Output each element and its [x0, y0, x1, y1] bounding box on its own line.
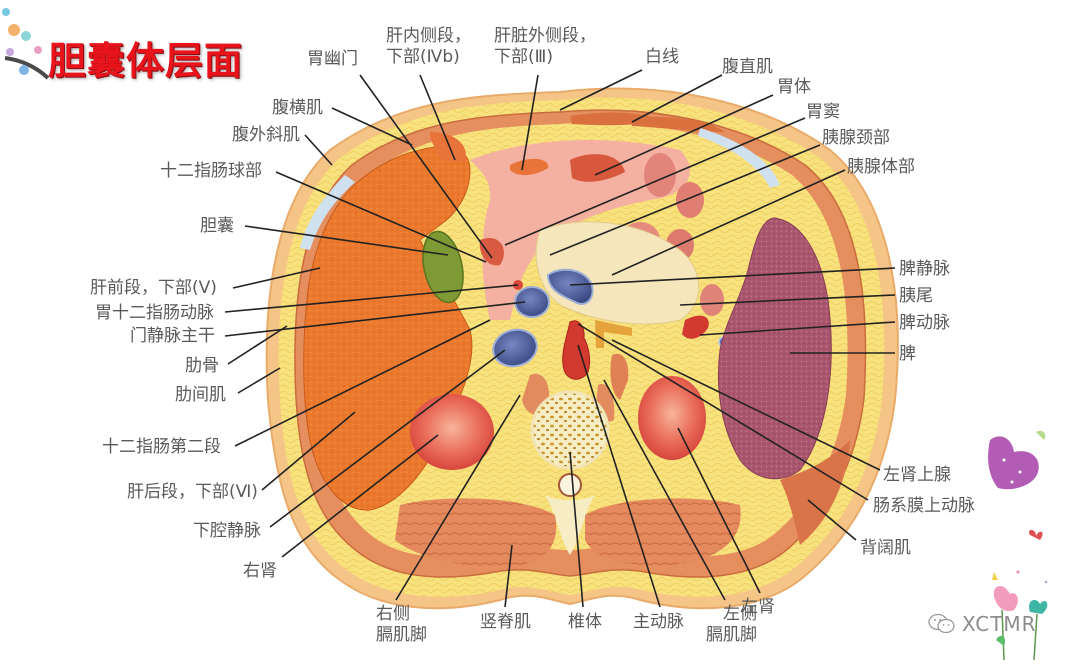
decorative-flowers	[992, 570, 1048, 661]
liver-iii-segment	[510, 158, 549, 176]
label-left-crus-line2: 膈肌脚	[706, 625, 757, 645]
label-liver-iv-b-line2: 下部(Ⅳb)	[386, 47, 460, 67]
label-erector-spinae: 竖脊肌	[480, 612, 531, 632]
label-rib: 肋骨	[185, 356, 219, 376]
label-liver-iii: 肝脏外侧段， 下部(Ⅲ)	[494, 26, 596, 68]
label-left-crus: 左侧 膈肌脚	[706, 604, 757, 646]
pleura-left	[698, 128, 780, 188]
label-liver-iii-line2: 下部(Ⅲ)	[494, 47, 553, 67]
label-ivc: 下腔静脉	[193, 521, 261, 541]
splenic-vein	[546, 268, 594, 305]
label-gastric-antrum: 胃窦	[806, 102, 840, 122]
label-intercostal: 肋间肌	[175, 385, 226, 405]
label-splenic-artery: 脾动脉	[899, 313, 950, 333]
label-right-kidney: 右肾	[243, 561, 277, 581]
label-right-crus-line1: 右侧	[376, 604, 410, 624]
label-pancreas-body: 胰腺体部	[847, 157, 915, 177]
erector-spinae-left	[585, 498, 741, 566]
decorative-purple-flower	[988, 430, 1046, 490]
label-right-crus-line2: 膈肌脚	[376, 625, 427, 645]
label-liver-v: 肝前段，下部(Ⅴ)	[90, 278, 217, 298]
label-duodenum-2: 十二指肠第二段	[102, 437, 221, 457]
bowel-loop	[700, 284, 724, 316]
label-right-crus: 右侧 膈肌脚	[376, 604, 427, 646]
left-adrenal	[610, 353, 629, 400]
label-pancreas-tail: 胰尾	[899, 286, 933, 306]
liver-iv-b-segment	[430, 132, 466, 162]
label-left-kidney: 左肾	[741, 597, 775, 617]
wechat-icon	[928, 613, 955, 634]
page-title: 胆囊体层面	[48, 39, 244, 83]
portal-vein	[514, 286, 550, 318]
right-kidney	[410, 394, 494, 470]
bowel-loop	[644, 153, 676, 197]
superior-mesenteric-artery	[595, 320, 632, 348]
label-rectus-abdominis: 腹直肌	[722, 57, 773, 77]
label-transversus: 腹横肌	[272, 98, 323, 118]
label-liver-vi: 肝后段，下部(Ⅵ)	[127, 482, 258, 502]
label-left-crus-line1: 左侧	[723, 604, 757, 624]
erector-spinae-right	[395, 498, 557, 567]
label-liver-iv-b-line1: 肝内侧段，	[386, 26, 471, 46]
stomach-rugae	[570, 154, 625, 182]
label-portal-vein: 门静脉主干	[130, 326, 215, 346]
label-external-oblique: 腹外斜肌	[232, 125, 300, 145]
label-pancreas-neck: 胰腺颈部	[822, 128, 890, 148]
decorative-butterfly	[1029, 529, 1043, 540]
vertebral-body	[530, 390, 610, 470]
spinal-canal	[558, 473, 582, 497]
label-pylorus: 胃幽门	[307, 49, 358, 69]
rectus-abdominis-left	[630, 116, 725, 132]
label-gda: 胃十二指肠动脉	[95, 303, 214, 323]
gallbladder	[422, 230, 464, 304]
pylorus-rugae	[479, 238, 504, 266]
vertebral-arch	[545, 495, 595, 555]
label-linea-alba: 白线	[645, 47, 679, 67]
label-vertebral-body: 椎体	[568, 612, 602, 632]
latissimus-dorsi	[780, 440, 850, 545]
label-left-adrenal: 左肾上腺	[883, 465, 951, 485]
watermark-text: XCTMR	[962, 612, 1037, 636]
label-stomach-body: 胃体	[777, 77, 811, 97]
aorta	[562, 320, 591, 380]
label-latissimus-dorsi: 背阔肌	[860, 538, 911, 558]
stomach	[470, 139, 690, 320]
left-kidney	[638, 376, 706, 460]
inferior-vena-cava	[492, 328, 538, 368]
label-liver-iv-b: 肝内侧段， 下部(Ⅳb)	[386, 26, 471, 68]
label-sma: 肠系膜上动脉	[873, 496, 975, 516]
label-liver-iii-line1: 肝脏外侧段，	[494, 26, 596, 46]
leader-lines	[224, 69, 896, 608]
label-duodenal-bulb: 十二指肠球部	[160, 161, 262, 181]
splenic-artery	[682, 315, 709, 339]
watermark: XCTMR	[928, 612, 1037, 636]
label-spleen: 脾	[899, 344, 916, 364]
decorative-blossom-branch	[2, 8, 50, 80]
bowel-loop	[676, 182, 704, 218]
pleura-right	[300, 175, 355, 250]
label-splenic-vein: 脾静脉	[899, 259, 950, 279]
label-gallbladder: 胆囊	[200, 216, 234, 236]
label-aorta: 主动脉	[633, 612, 684, 632]
